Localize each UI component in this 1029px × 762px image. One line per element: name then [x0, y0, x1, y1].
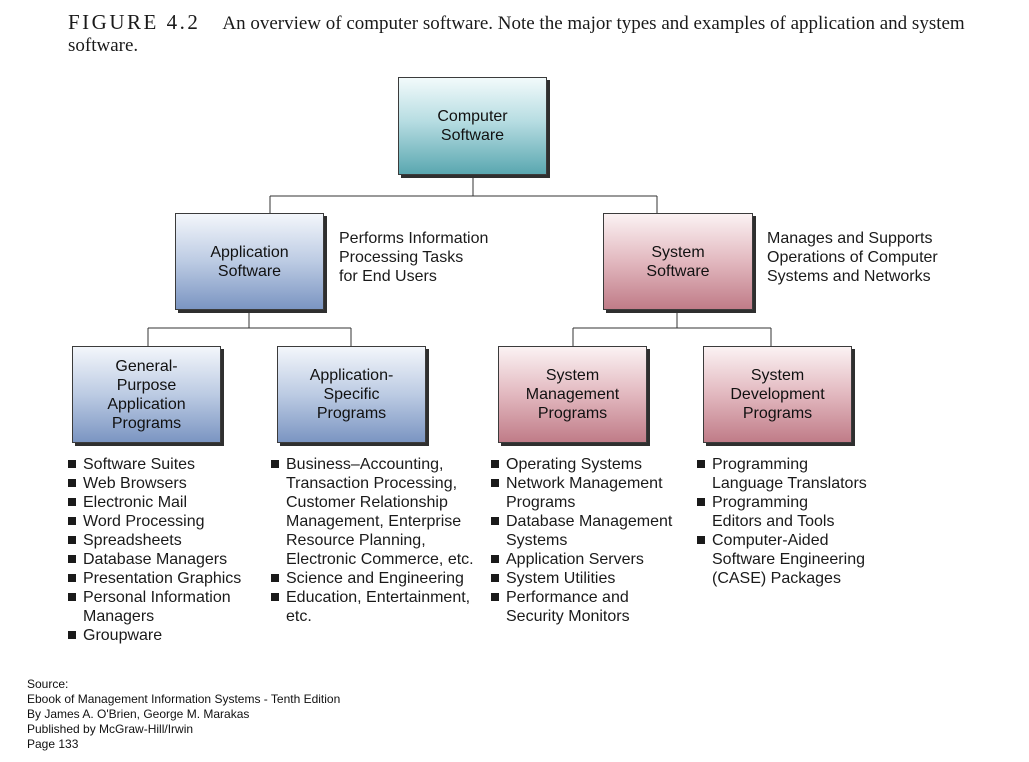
list-item: Science and Engineering [271, 569, 491, 588]
figure-caption-text: An overview of computer software. Note t… [68, 13, 965, 56]
list-item: Web Browsers [68, 474, 258, 493]
list-item: Spreadsheets [68, 531, 258, 550]
list-item: Groupware [68, 626, 258, 645]
source-citation: Source: Ebook of Management Information … [27, 677, 340, 752]
source-title: Ebook of Management Information Systems … [27, 692, 341, 706]
application-specific-list: Business–Accounting, Transaction Process… [271, 455, 491, 626]
list-item: Performance and Security Monitors [491, 588, 691, 626]
list-item: Network Management Programs [491, 474, 691, 512]
list-item: Education, Entertainment, etc. [271, 588, 491, 626]
list-item: Operating Systems [491, 455, 691, 474]
list-item: Database Management Systems [491, 512, 691, 550]
source-authors: By James A. O'Brien, George M. Marakas [27, 707, 250, 721]
list-item: Programming Editors and Tools [697, 493, 897, 531]
computer-software-box: Computer Software [398, 77, 547, 175]
system-development-list: Programming Language Translators Program… [697, 455, 897, 588]
system-software-description: Manages and Supports Operations of Compu… [767, 230, 938, 285]
system-development-programs-box: System Development Programs [703, 346, 852, 443]
list-item: Electronic Mail [68, 493, 258, 512]
application-specific-programs-box: Application-Specific Programs [277, 346, 426, 443]
general-purpose-programs-box: General- Purpose Application Programs [72, 346, 221, 443]
list-item: Word Processing [68, 512, 258, 531]
system-management-programs-box: System Management Programs [498, 346, 647, 443]
list-item: Computer-Aided Software Engineering (CAS… [697, 531, 897, 588]
list-item: Personal Information Managers [68, 588, 258, 626]
list-item: Database Managers [68, 550, 258, 569]
source-page: Page 133 [27, 737, 79, 751]
application-software-box: Application Software [175, 213, 324, 310]
list-item: Presentation Graphics [68, 569, 258, 588]
application-software-description: Performs Information Processing Tasks fo… [339, 230, 489, 285]
source-publisher: Published by McGraw-Hill/Irwin [27, 722, 194, 736]
list-item: System Utilities [491, 569, 691, 588]
general-purpose-list: Software Suites Web Browsers Electronic … [68, 455, 258, 645]
list-item: Programming Language Translators [697, 455, 897, 493]
list-item: Software Suites [68, 455, 258, 474]
list-item: Application Servers [491, 550, 691, 569]
figure-label: FIGURE 4.2 [68, 10, 201, 34]
source-label: Source: [27, 677, 69, 691]
list-item: Business–Accounting, Transaction Process… [271, 455, 491, 569]
system-software-box: System Software [603, 213, 753, 310]
system-management-list: Operating Systems Network Management Pro… [491, 455, 691, 626]
